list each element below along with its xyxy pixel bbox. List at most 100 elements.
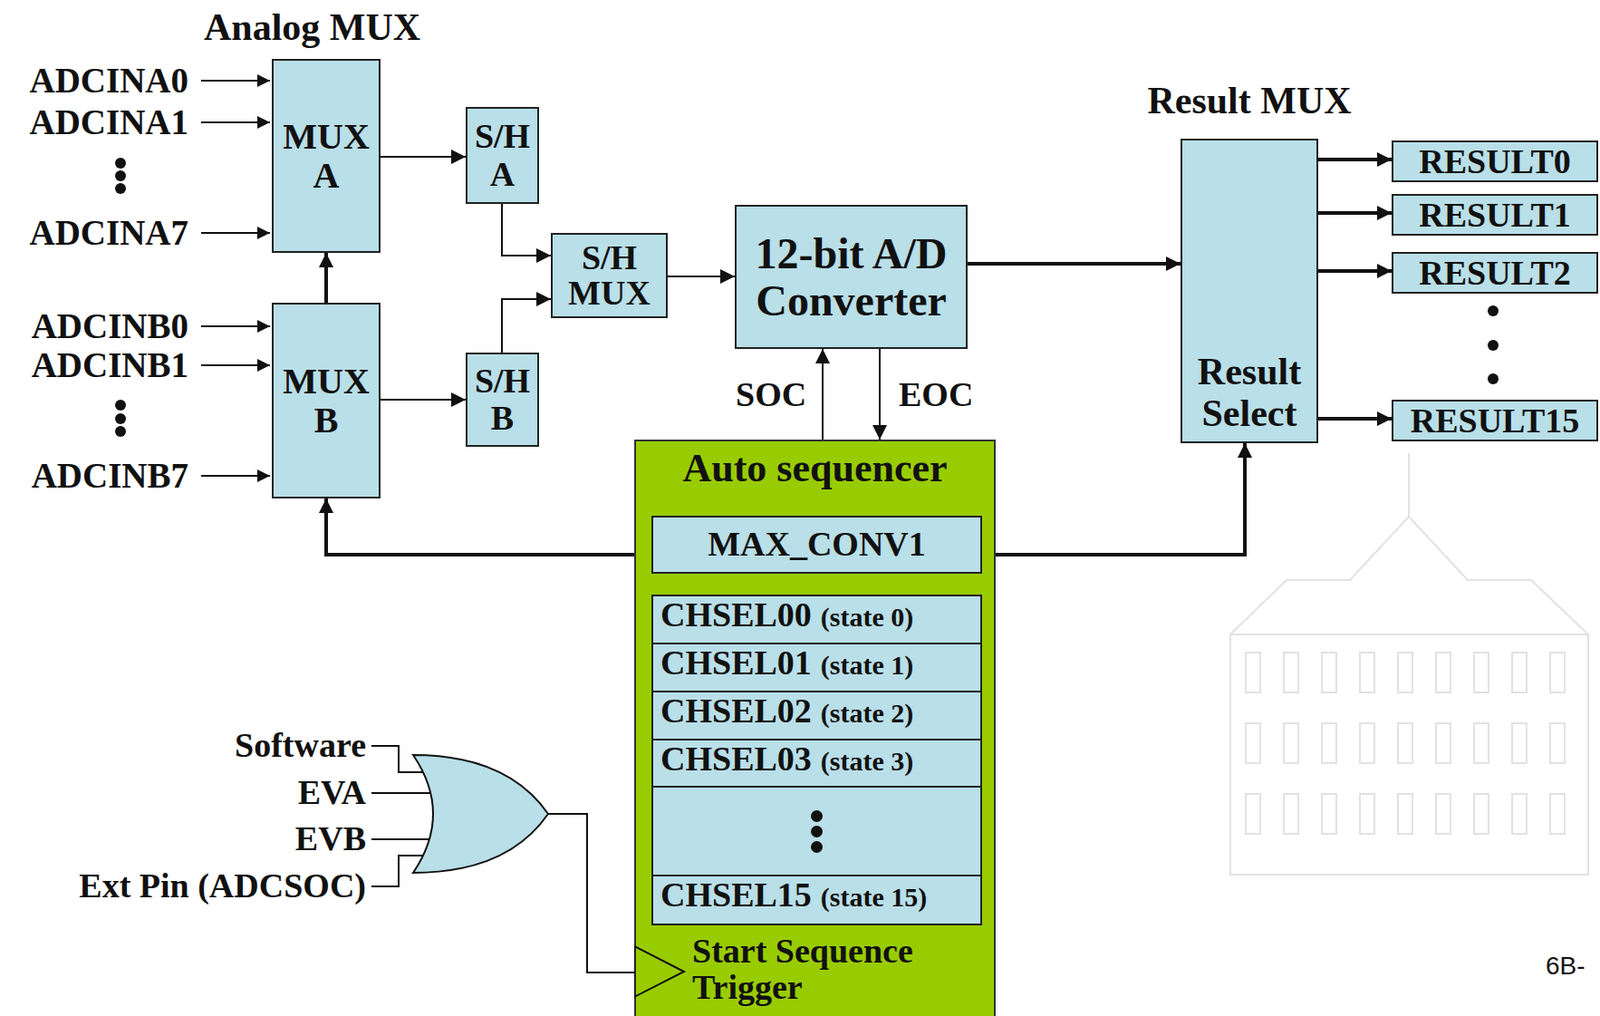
watermark-window <box>1283 793 1299 834</box>
wire <box>371 791 432 794</box>
box-label: (state 15) <box>820 882 927 912</box>
watermark-window <box>1550 722 1565 763</box>
watermark-window <box>1359 722 1375 763</box>
box-label: MAX_CONV1 <box>707 525 926 563</box>
signal-label: SOC <box>733 375 809 415</box>
group-title: Result MUX <box>1146 80 1351 122</box>
box-label: CHSEL00 <box>660 596 812 634</box>
block-box: S/H B <box>465 352 540 447</box>
connector <box>1318 157 1392 162</box>
signal-label: EOC <box>896 375 975 415</box>
watermark-window <box>1512 793 1527 834</box>
watermark-outline <box>1230 634 1589 875</box>
wire <box>371 838 432 840</box>
dot <box>115 157 126 169</box>
input-arrow <box>201 325 270 328</box>
block-box: MAX_CONV1 <box>651 515 983 574</box>
dot <box>810 825 823 838</box>
watermark-window <box>1474 793 1489 834</box>
signal-name: ADCINA1 <box>29 103 190 143</box>
watermark-window <box>1245 722 1261 763</box>
signal-name: EVA <box>298 773 367 812</box>
dot <box>115 425 126 437</box>
connector <box>967 261 1181 266</box>
trigger-triangle <box>634 945 685 997</box>
box-label: (state 1) <box>820 650 914 680</box>
block-box: Auto sequencerStart Sequence TriggerMAX_… <box>634 439 996 1016</box>
connector <box>667 275 735 278</box>
input-arrow <box>201 121 270 124</box>
dot <box>810 840 823 853</box>
block-box: CHSEL01 (state 1) <box>651 642 983 693</box>
box-label: MUX A <box>273 116 379 195</box>
watermark-windows <box>1245 652 1565 834</box>
box-label: MUX B <box>273 361 379 440</box>
box-label: RESULT2 <box>1418 255 1572 290</box>
signal-name: Ext Pin (ADCSOC) <box>78 867 367 906</box>
watermark-roof <box>1230 516 1589 635</box>
signal-name: ADCINB7 <box>31 456 189 496</box>
connector <box>324 252 328 303</box>
dot <box>115 183 126 194</box>
connector <box>326 498 635 555</box>
box-label: CHSEL03 <box>660 740 812 778</box>
trigger-symbol <box>634 944 689 999</box>
watermark-window <box>1321 722 1337 763</box>
input-arrow <box>201 231 270 234</box>
dot <box>115 170 126 182</box>
block-box: CHSEL00 (state 0) <box>651 594 983 645</box>
box-label: Start Sequence Trigger <box>692 933 983 1006</box>
connector <box>501 298 551 353</box>
signal-name: EVB <box>295 819 367 858</box>
watermark-window <box>1474 652 1489 693</box>
watermark-window <box>1397 722 1413 763</box>
block-box: MUX A <box>271 58 381 253</box>
box-label: S/H A <box>467 117 538 193</box>
connector <box>1318 269 1392 273</box>
signal-name: ADCINB1 <box>31 346 189 386</box>
block-box: RESULT15 <box>1391 399 1599 442</box>
page-number: 6B- <box>1545 952 1586 981</box>
dot <box>1487 373 1499 385</box>
connector <box>380 155 466 158</box>
block-box: S/H MUX <box>550 232 668 319</box>
dot <box>1487 339 1499 351</box>
or-gate <box>413 754 549 873</box>
block-box: RESULT1 <box>1391 193 1599 236</box>
box-label: RESULT1 <box>1418 197 1572 232</box>
watermark-window <box>1359 793 1375 834</box>
block-box: CHSEL02 (state 2) <box>651 690 983 741</box>
watermark-window <box>1397 652 1413 693</box>
connector <box>1318 211 1392 215</box>
watermark-window <box>1245 793 1261 834</box>
box-label: (state 0) <box>820 602 914 632</box>
box-label: CHSEL01 <box>660 644 812 682</box>
box-label: CHSEL02 <box>660 692 812 730</box>
watermark-window <box>1321 793 1337 834</box>
wire <box>548 813 635 973</box>
box-label: (state 2) <box>820 698 914 728</box>
block-box: CHSEL15(state 15) <box>651 874 983 926</box>
group-title: Analog MUX <box>203 6 421 49</box>
watermark-building <box>1230 453 1589 875</box>
watermark-window <box>1436 652 1451 693</box>
watermark-window <box>1397 793 1413 834</box>
watermark-window <box>1321 652 1337 693</box>
ellipsis-row <box>651 785 983 877</box>
block-box: MUX B <box>271 302 381 499</box>
watermark-spire <box>1407 453 1410 517</box>
signal-name: ADCINB0 <box>31 307 189 347</box>
watermark-window <box>1436 793 1451 834</box>
dot <box>115 413 126 425</box>
box-label: S/H B <box>467 362 538 437</box>
block-box: CHSEL03(state 3) <box>651 738 983 788</box>
block-box: RESULT2 <box>1391 251 1599 294</box>
block-box: Result MUXResult Select <box>1180 138 1319 444</box>
box-label: Result Select <box>1182 351 1317 434</box>
connector <box>380 398 466 401</box>
block-box: 12-bit A/D Converter <box>734 204 968 349</box>
signal-name: ADCINA0 <box>29 61 190 101</box>
watermark-window <box>1550 793 1565 834</box>
watermark-window <box>1512 722 1527 763</box>
block-box: RESULT0 <box>1391 140 1599 183</box>
